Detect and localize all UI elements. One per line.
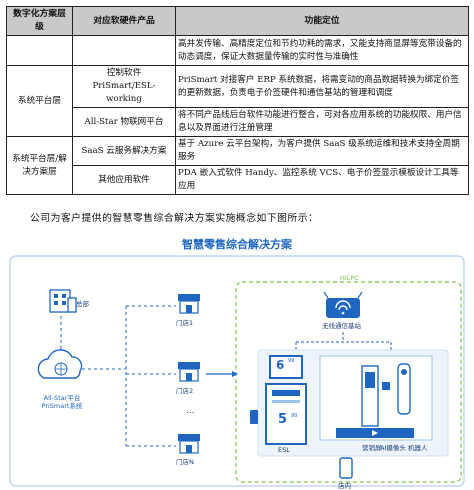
platform-label-1: All-Star平台 <box>43 394 81 402</box>
store-inside-label: 店内 <box>338 482 351 490</box>
cell-function: 将不同产品线后台软件功能进行整合，可对各应用系统的功能权限、用户信息以及界面进行… <box>175 107 469 137</box>
cloud-icon <box>37 349 83 379</box>
diagram-graphics <box>9 255 465 487</box>
cell-product: All-Star 物联网平台 <box>72 107 176 137</box>
solution-diagram: 智慧零售综合解决方案 <box>6 232 468 490</box>
product-function-table: 数字化方案层级 对应软硬件产品 功能定位 高并发传输、高精度定位和节约功耗的需求… <box>6 6 469 195</box>
wifi-router-icon <box>323 291 363 318</box>
cell-function: PDA 嵌入式软件 Handy、监控系统 VCS、电子价签显示模板设计工具等应用 <box>175 165 469 195</box>
header-function: 功能定位 <box>175 6 469 36</box>
store-icon <box>178 362 200 382</box>
store-icon <box>178 434 200 454</box>
cell-layer: 系统平台层 <box>6 65 73 137</box>
ai-camera-label: AI摄像头 <box>380 444 406 452</box>
diagram-caption: 公司为客户提供的智慧零售综合解决方案实施概念如下图所示： <box>30 213 319 224</box>
outer-frame <box>9 255 465 487</box>
esl-cents-top: 99 <box>288 358 295 364</box>
platform-label-2: PriSmart系统 <box>41 402 83 410</box>
table-row: 高并发传输、高精度定位和节约功耗的需求，又能支持商显屏等宽带设备的动态调度，保证… <box>6 35 469 66</box>
store-links <box>82 305 176 447</box>
store-label: 门店2 <box>176 387 194 395</box>
cell-layer: 系统平台层/解决方案层 <box>6 136 73 195</box>
cell-product: SaaS 云服务解决方案 <box>72 136 176 166</box>
arrow-head-icon <box>232 371 238 377</box>
cell-product: 其他应用软件 <box>72 165 176 195</box>
table-row: 其他应用软件 PDA 嵌入式软件 Handy、监控系统 VCS、电子价签显示模板… <box>7 165 469 195</box>
diagram-title: 智慧零售综合解决方案 <box>182 238 292 251</box>
building-icon <box>49 289 77 313</box>
robot-label: 机器人 <box>408 444 428 452</box>
phone-icon <box>339 457 353 479</box>
cell-product <box>72 35 176 66</box>
hilpc-label: HiLPC <box>340 274 359 282</box>
ai-camera-icon <box>382 382 390 390</box>
marketing-screen-label: 营销屏 <box>362 444 382 452</box>
esl-price-bottom: 5 <box>278 412 288 427</box>
cell-product: 控制软件 PriSmart/ESL-working <box>72 65 176 108</box>
store-label: 门店N <box>176 458 194 466</box>
cell-function: PriSmart 对接客户 ERP 系统数据，将需变动的商品数据转换为绑定价签的… <box>175 65 469 108</box>
header-layer: 数字化方案层级 <box>6 6 73 36</box>
table-row: 系统平台层 控制软件 PriSmart/ESL-working PriSmart… <box>6 65 469 137</box>
esl-tag-top <box>269 355 303 379</box>
cell-function: 高并发传输、高精度定位和节约功耗的需求，又能支持商显屏等宽带设备的动态调度，保证… <box>175 35 469 66</box>
store-inside-frame <box>235 281 462 483</box>
esl-label: ESL <box>278 446 290 454</box>
table-row: All-Star 物联网平台 将不同产品线后台软件功能进行整合，可对各应用系统的… <box>7 107 469 137</box>
hq-label: 总部 <box>76 300 89 308</box>
table-row: 系统平台层/解决方案层 SaaS 云服务解决方案 基于 Azure 云平台架构，… <box>6 136 469 195</box>
store-dots: ... <box>186 406 195 416</box>
header-product: 对应软硬件产品 <box>72 6 176 36</box>
store-label: 门店1 <box>176 319 194 327</box>
handheld-icon <box>250 410 258 424</box>
robot-icon <box>397 363 411 415</box>
esl-price-top: 6 <box>276 358 285 372</box>
base-station-label: 无线通信基站 <box>322 322 361 330</box>
cell-layer <box>6 35 73 66</box>
store-icon <box>178 294 200 314</box>
table-header-row: 数字化方案层级 对应软硬件产品 功能定位 <box>6 6 469 36</box>
cell-function: 基于 Azure 云平台架构，为客户提供 SaaS 级系统运维和技术支持全周期服… <box>175 136 469 166</box>
esl-cents-bottom: 99 <box>291 413 298 419</box>
